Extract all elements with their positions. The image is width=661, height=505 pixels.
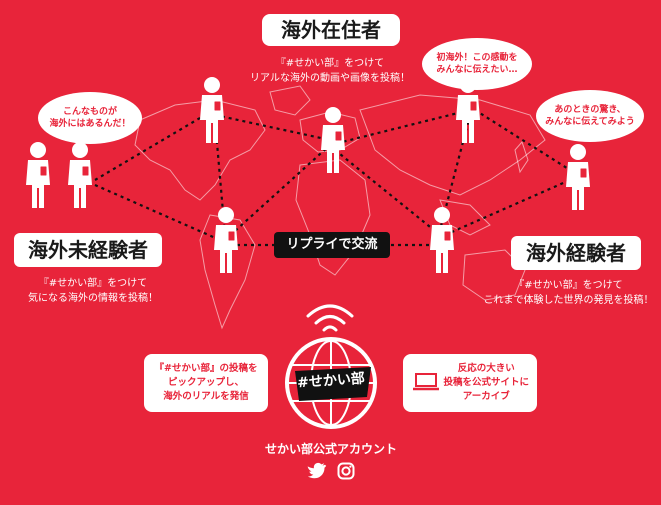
link-line (334, 149, 441, 236)
link-line (329, 108, 471, 147)
link-line (214, 113, 331, 142)
person-icon (25, 141, 51, 209)
official-account-label: せかい部公式アカウント (264, 442, 397, 456)
link-line (213, 119, 227, 236)
person-icon (213, 206, 239, 274)
experienced-caption: 『#せかい部』をつけて これまで体験した世界の発見を投稿！ (483, 280, 654, 306)
person-icon (199, 76, 225, 144)
laptop-icon (413, 373, 439, 391)
archive-box: 反応の大きい 投稿を公式サイトに アーカイブ (403, 354, 537, 412)
reply-exchange-label: リプライで交流 (274, 232, 390, 258)
link-line (444, 178, 571, 237)
sekaibu-logo (285, 337, 377, 429)
residents-title: 海外在住者 (262, 14, 400, 46)
link-line (474, 109, 571, 171)
experienced-title: 海外経験者 (511, 236, 641, 270)
person-icon (565, 143, 591, 211)
residents-caption: 『#せかい部』をつけて リアルな海外の動画や画像を投稿！ (250, 58, 410, 84)
person-icon (67, 141, 93, 209)
archive-box-text: 反応の大きい 投稿を公式サイトに アーカイブ (443, 363, 529, 402)
link-line (224, 144, 331, 241)
bubble-center: 初海外！この感動を みんなに伝えたい… (422, 38, 532, 90)
bubble-left: こんなものが 海外にはあるんだ！ (38, 92, 142, 144)
inexperienced-title: 海外未経験者 (14, 233, 162, 267)
instagram-icon[interactable] (337, 462, 355, 480)
person-icon (320, 106, 346, 174)
twitter-icon[interactable] (307, 462, 327, 480)
bubble-right: あのときの驚き、 みんなに伝えてみよう (536, 90, 644, 142)
inexperienced-caption: 『#せかい部』をつけて 気になる海外の情報を投稿！ (28, 278, 158, 304)
link-line (94, 114, 206, 181)
pickup-box: 『#せかい部』の投稿を ピックアップし、 海外のリアルを発信 (144, 354, 268, 412)
person-icon (429, 206, 455, 274)
link-line (94, 183, 221, 242)
wifi-icon (306, 304, 354, 332)
